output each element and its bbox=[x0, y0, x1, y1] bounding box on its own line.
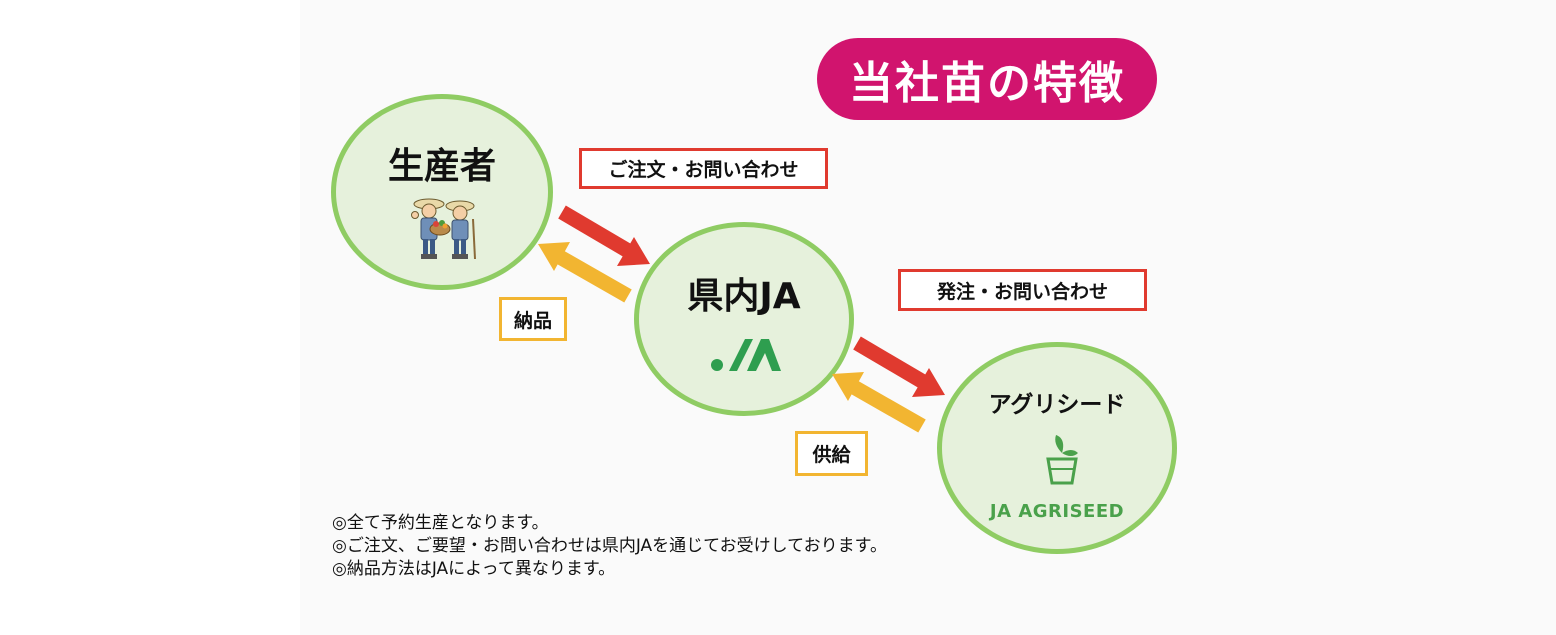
node-producer: 生産者 bbox=[331, 94, 553, 290]
farmers-illustration-icon bbox=[411, 198, 476, 260]
label-order-inquiry: ご注文・お問い合わせ bbox=[579, 148, 828, 189]
note-line: ◎ご注文、ご要望・お問い合わせは県内JAを通じてお受けしております。 bbox=[332, 536, 887, 556]
label-supply: 供給 bbox=[795, 431, 868, 476]
node-ja: 県内JA bbox=[634, 222, 854, 416]
arrow-ja-to-producer bbox=[538, 242, 632, 303]
note-line: ◎全て予約生産となります。 bbox=[332, 513, 549, 533]
agriseed-logo-text: JA AGRISEED bbox=[989, 501, 1125, 522]
ja-logo-icon bbox=[711, 339, 781, 371]
node-agriseed: アグリシード JA AGRISEED bbox=[937, 342, 1177, 554]
arrow-agriseed-to-ja bbox=[832, 372, 926, 433]
node-producer-label: 生産者 bbox=[387, 146, 496, 187]
notes: ◎全て予約生産となります。 ◎ご注文、ご要望・お問い合わせは県内JAを通じてお受… bbox=[332, 512, 887, 581]
label-delivery: 納品 bbox=[499, 297, 567, 341]
node-agriseed-label: アグリシード bbox=[988, 392, 1126, 418]
note-line: ◎納品方法はJAによって異なります。 bbox=[332, 559, 616, 579]
seedling-cup-icon bbox=[1046, 435, 1078, 485]
page-title: 当社苗の特徴 bbox=[817, 38, 1157, 120]
arrow-ja-to-agriseed bbox=[853, 336, 945, 397]
arrow-producer-to-ja bbox=[558, 205, 650, 266]
label-purchase-inquiry: 発注・お問い合わせ bbox=[898, 269, 1147, 311]
node-ja-label: 県内JA bbox=[687, 276, 801, 317]
